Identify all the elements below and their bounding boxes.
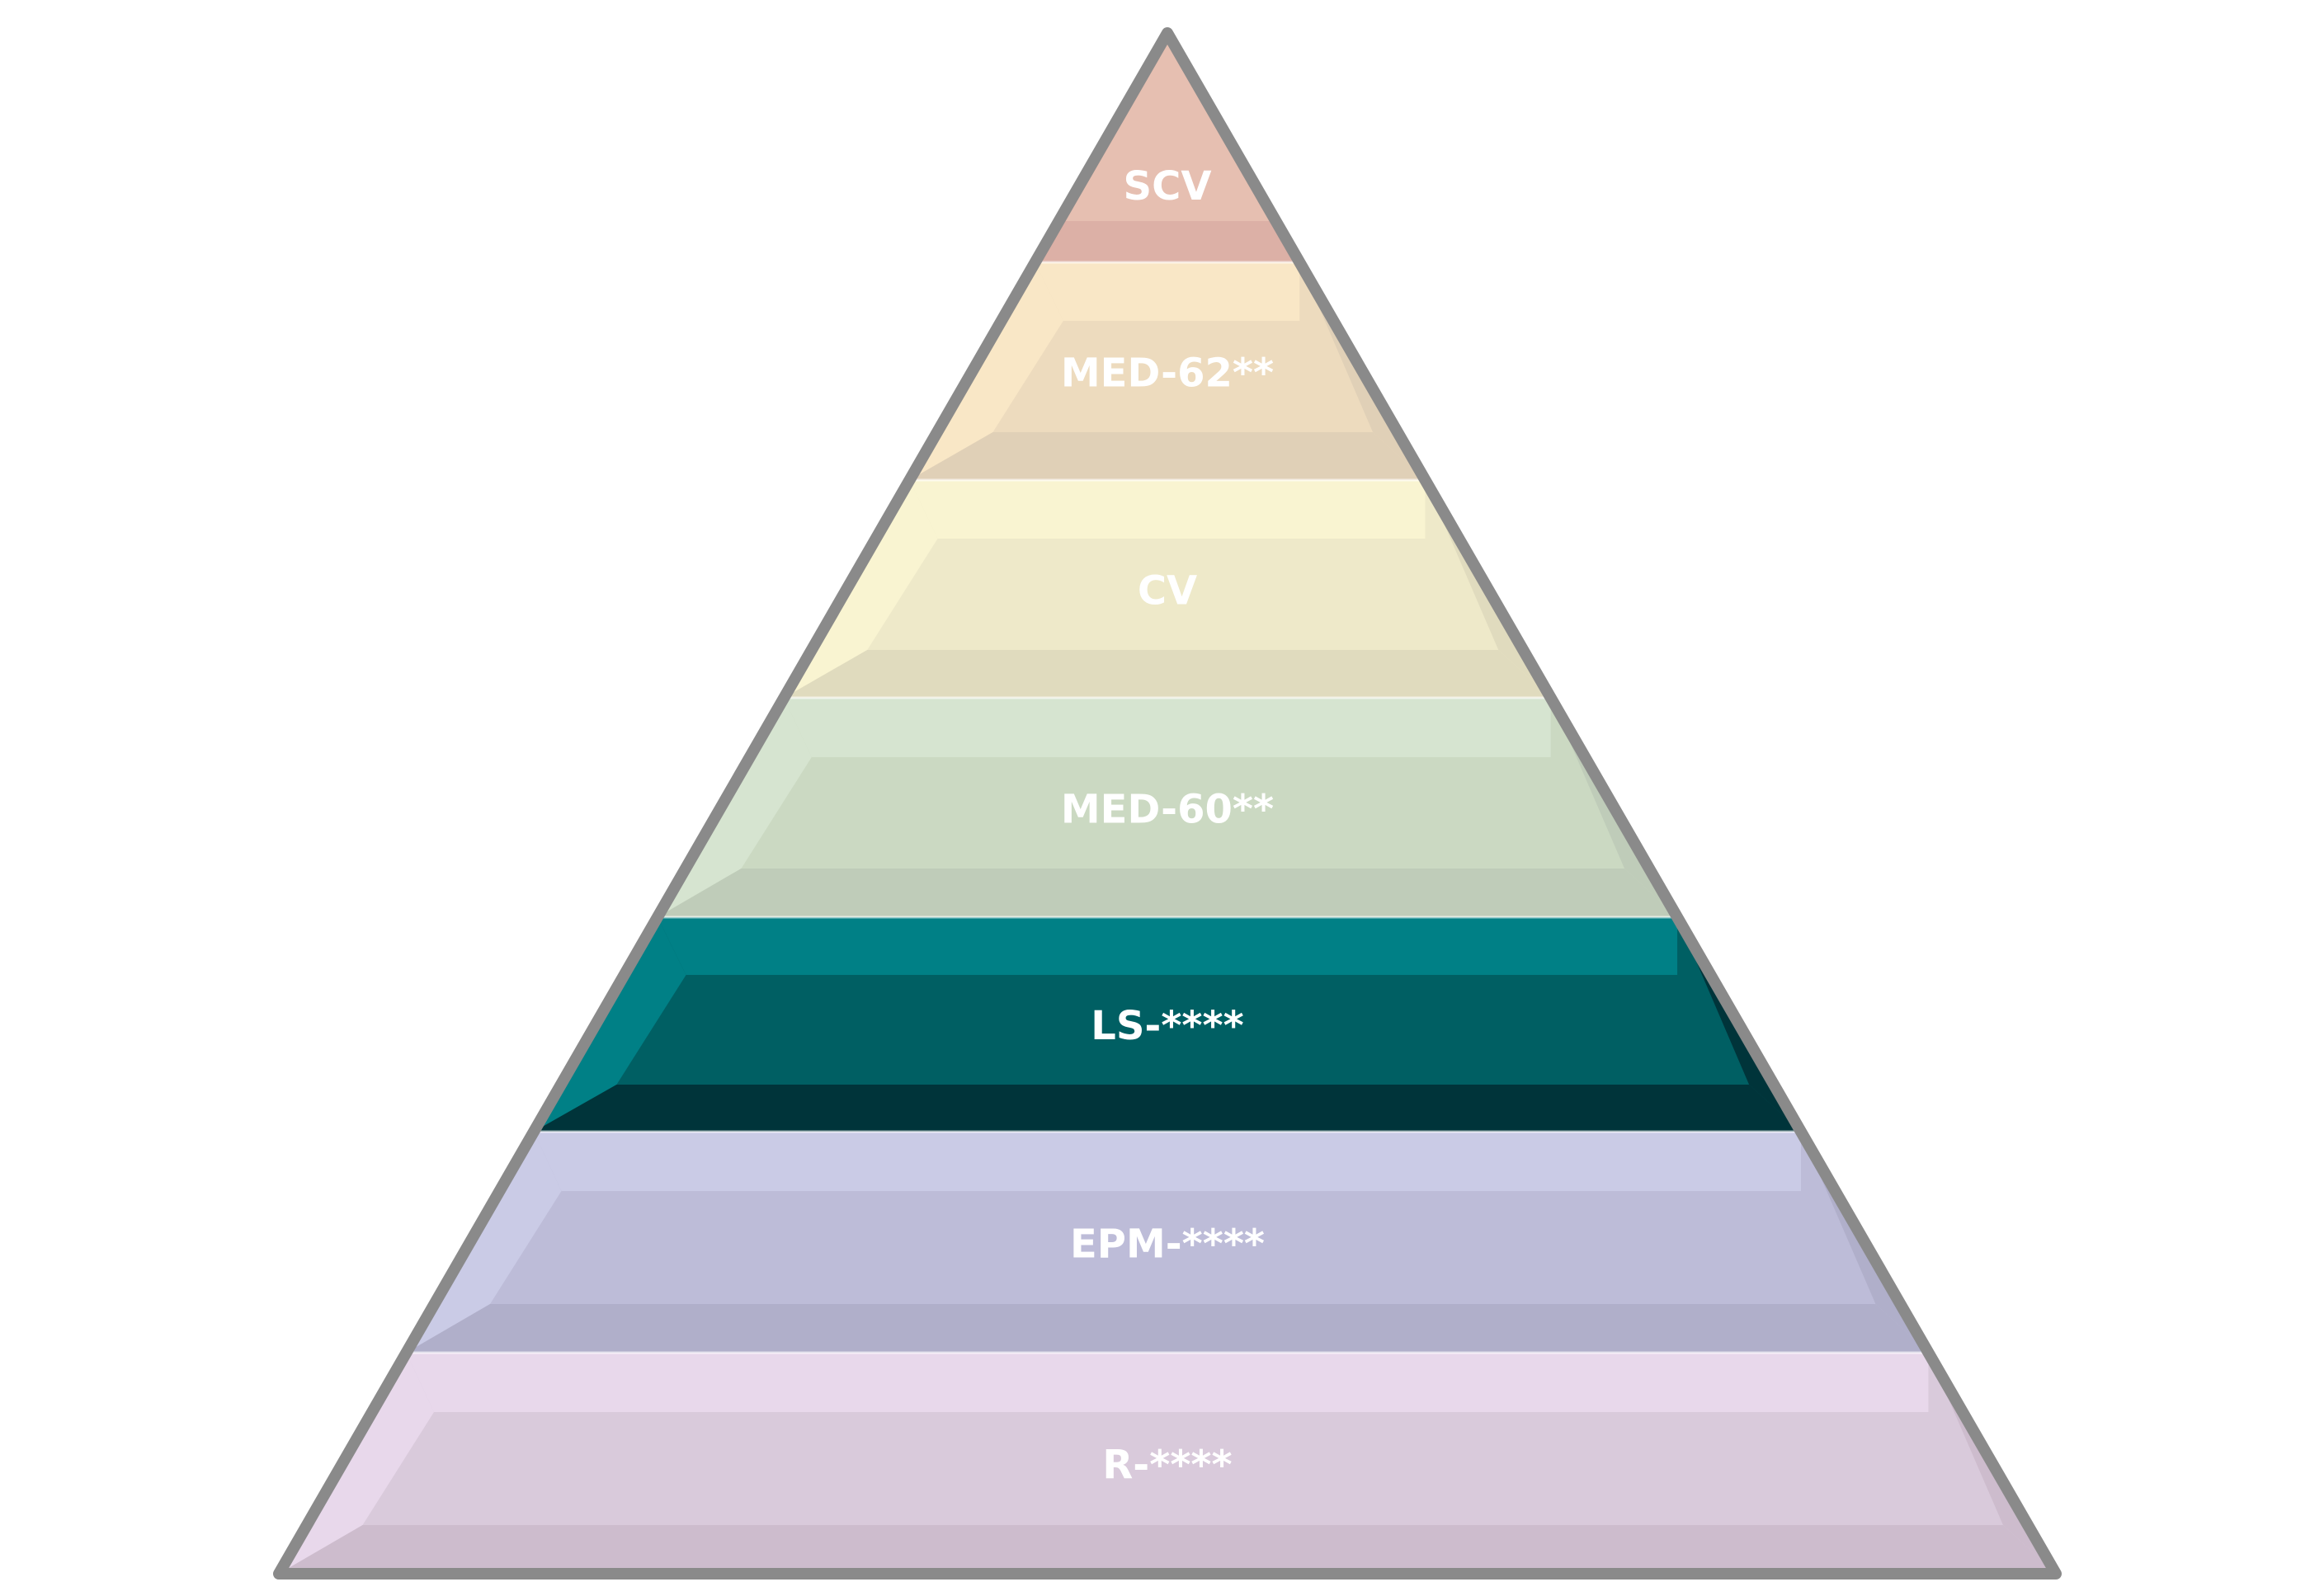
level-label-epm: EPM-**** — [1070, 1221, 1265, 1267]
level-bottom-bevel — [279, 1525, 2056, 1574]
level-label-r: R-**** — [1102, 1442, 1232, 1488]
level-left-bevel — [784, 480, 938, 698]
level-left-bevel — [657, 698, 812, 917]
level-label-ls: LS-**** — [1091, 1003, 1243, 1049]
level-left-bevel — [406, 1132, 562, 1353]
level-bottom-bevel — [784, 650, 1551, 698]
pyramid-level-med-60 — [657, 696, 1678, 917]
pyramid-labels: SCV MED-62** CV MED-60** LS-**** EPM-**** R-**… — [1061, 163, 1274, 1488]
level-label-scv: SCV — [1124, 163, 1212, 210]
level-left-bevel — [534, 917, 686, 1132]
level-top-bevel — [1035, 262, 1300, 321]
pyramid-level-med-62 — [909, 261, 1426, 480]
pyramid-level-r — [279, 1351, 2056, 1574]
level-left-bevel — [909, 262, 1063, 480]
level-top-bevel — [657, 917, 1678, 975]
level-top-bevel — [534, 1132, 1801, 1191]
level-top-bevel — [784, 698, 1551, 757]
level-label-med-60: MED-60** — [1061, 786, 1274, 832]
level-bottom-bevel — [1035, 221, 1300, 262]
level-top-bevel — [406, 1353, 1929, 1412]
level-body — [1035, 33, 1300, 262]
level-bottom-bevel — [406, 1304, 1929, 1353]
level-bottom-bevel — [534, 1085, 1801, 1132]
pyramid-outline — [273, 27, 2062, 1580]
level-bottom-bevel — [657, 869, 1678, 917]
level-left-bevel — [279, 1353, 435, 1574]
level-label-med-62: MED-62** — [1061, 350, 1274, 396]
level-label-cv: CV — [1138, 567, 1197, 614]
level-top-bevel — [909, 480, 1426, 539]
level-bottom-bevel — [909, 432, 1426, 480]
pyramid-level-scv — [1035, 33, 1300, 262]
pyramid-level-ls — [534, 916, 1801, 1132]
